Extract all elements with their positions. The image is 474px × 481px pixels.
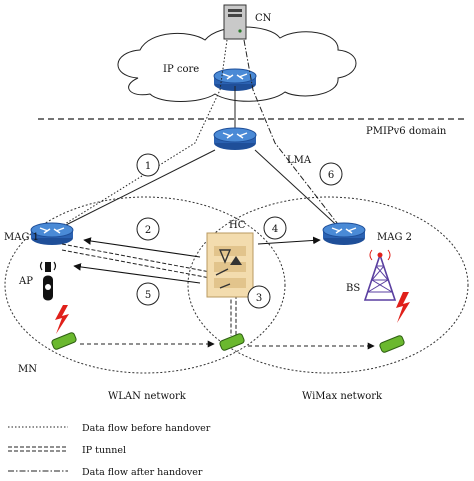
wimax-coverage — [187, 196, 469, 374]
hc-label: HC — [229, 220, 246, 231]
svg-text:6: 6 — [328, 170, 334, 181]
signal-hc-to-mag1 — [83, 237, 201, 258]
hc-controller-icon — [206, 232, 254, 298]
wimax-label: WiMax network — [302, 391, 383, 402]
signal-hc-to-mag1-step5 — [73, 263, 201, 284]
wimax-signal-bolt-icon — [396, 292, 410, 323]
svg-text:1: 1 — [145, 161, 151, 172]
base-station-tower-icon — [363, 249, 397, 301]
flow-before-handover — [51, 39, 228, 233]
access-point-icon — [39, 261, 57, 301]
cn-server-icon — [223, 4, 247, 40]
link-lma-mag1 — [51, 149, 216, 233]
mag2-label: MAG 2 — [377, 232, 412, 243]
lma-router-icon — [213, 127, 257, 151]
mobile-node-start-icon — [51, 332, 77, 350]
wlan-label: WLAN network — [108, 391, 187, 402]
mag2-router-icon — [322, 222, 366, 246]
svg-text:5: 5 — [145, 290, 151, 301]
lma-label: LMA — [287, 155, 312, 166]
domain-label: PMIPv6 domain — [366, 126, 447, 137]
step-2-marker: 2 — [136, 217, 160, 241]
svg-text:3: 3 — [256, 293, 262, 304]
mobile-node-mid-icon — [219, 333, 245, 351]
link-lma-mag2 — [254, 149, 345, 233]
legend-label-tunnel: IP tunnel — [82, 445, 126, 456]
svg-text:4: 4 — [272, 224, 278, 235]
flow-after-handover — [243, 39, 345, 233]
svg-text:2: 2 — [145, 225, 151, 236]
cn-label: CN — [255, 13, 272, 24]
legend: Data flow before handover IP tunnel Data… — [8, 423, 211, 478]
step-1-marker: 1 — [136, 153, 160, 177]
step-5-marker: 5 — [136, 282, 160, 306]
mn-label: MN — [18, 364, 37, 375]
step-3-marker: 3 — [247, 285, 271, 309]
mag1-label: MAG 1 — [4, 232, 39, 243]
mobile-node-end-icon — [379, 335, 405, 353]
legend-label-dash-dot: Data flow after handover — [82, 467, 203, 478]
wlan-signal-bolt-icon — [55, 305, 69, 334]
ip-core-cloud — [117, 26, 357, 102]
bs-label: BS — [346, 283, 360, 294]
ap-label: AP — [18, 276, 33, 287]
step-6-marker: 6 — [319, 162, 343, 186]
wlan-coverage — [4, 196, 286, 374]
ip-core-label: IP core — [163, 64, 199, 75]
signal-hc-to-mag2 — [257, 236, 321, 245]
step-4-marker: 4 — [263, 216, 287, 240]
legend-label-dotted: Data flow before handover — [82, 423, 211, 434]
